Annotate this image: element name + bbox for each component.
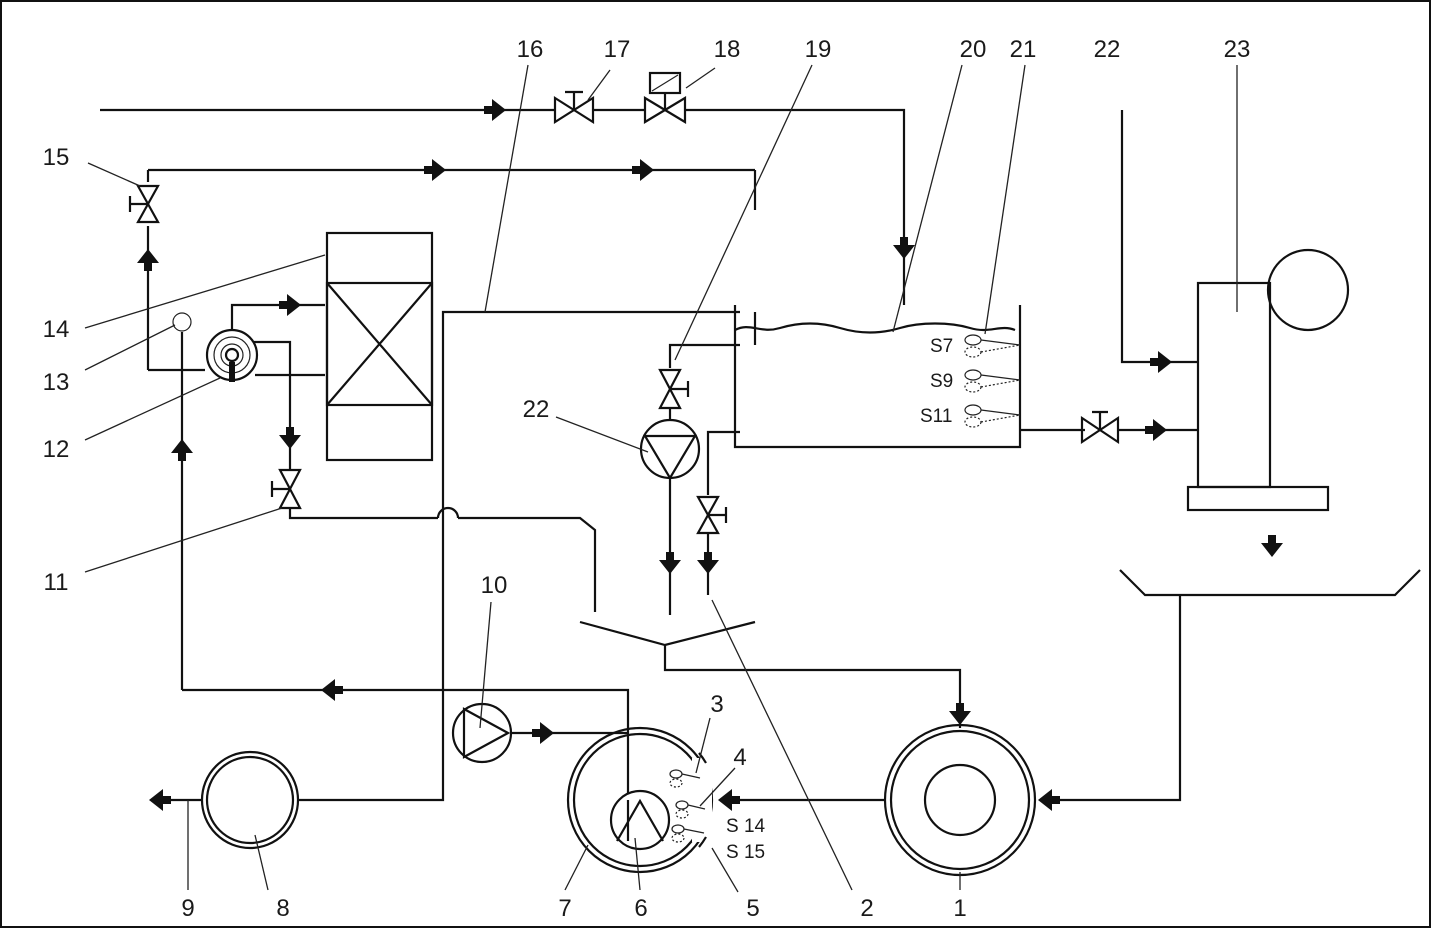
label-6: 6 <box>634 895 647 922</box>
label-22-pump: 22 <box>523 396 550 423</box>
label-21: 21 <box>1010 36 1037 63</box>
label-15: 15 <box>43 144 70 171</box>
label-9: 9 <box>181 895 194 922</box>
drain-tank <box>200 750 300 850</box>
sensor-label-s15: S 15 <box>726 842 765 863</box>
label-5: 5 <box>746 895 759 922</box>
part-labels: 16 17 18 19 20 21 22 23 15 14 13 12 11 2… <box>43 36 1251 922</box>
label-16: 16 <box>517 36 544 63</box>
valve-tank-drain <box>696 495 728 535</box>
label-18: 18 <box>714 36 741 63</box>
manual-valve-17 <box>553 90 595 124</box>
sensor-label-s7: S7 <box>930 336 953 357</box>
machine-unit <box>1186 248 1350 512</box>
sensor-label-s14: S 14 <box>726 816 766 837</box>
label-12: 12 <box>43 436 70 463</box>
solenoid-valve-18 <box>643 71 687 124</box>
sensor-label-s11: S11 <box>920 406 952 427</box>
valve-15 <box>128 184 160 224</box>
collection-tank <box>566 726 714 874</box>
settling-tank <box>883 723 1037 877</box>
heat-exchanger <box>325 231 434 462</box>
valve-machine-feed <box>1080 410 1120 445</box>
pump-10 <box>451 702 513 764</box>
label-22-top: 22 <box>1094 36 1121 63</box>
pump-22 <box>639 418 701 481</box>
label-10: 10 <box>481 572 508 599</box>
sensor-labels: S7 S9 S11 S 14 S 15 <box>726 336 953 863</box>
label-1: 1 <box>953 895 966 922</box>
label-11: 11 <box>44 569 69 596</box>
label-3: 3 <box>710 691 723 718</box>
label-19: 19 <box>805 36 832 63</box>
sensor-label-s9: S9 <box>930 371 953 392</box>
leader-lines <box>84 64 1238 893</box>
label-23: 23 <box>1224 36 1251 63</box>
water-surface <box>734 322 1016 334</box>
label-20: 20 <box>960 36 987 63</box>
valve-11 <box>270 468 302 510</box>
sensor-gauge <box>172 312 192 332</box>
rotary-valve <box>205 328 259 382</box>
label-14: 14 <box>43 316 70 343</box>
label-8: 8 <box>276 895 289 922</box>
valve-pump22-inlet <box>658 368 690 410</box>
label-4: 4 <box>733 744 746 771</box>
label-13: 13 <box>43 369 70 396</box>
tank-level-sensors <box>964 334 1021 428</box>
label-7: 7 <box>558 895 571 922</box>
piping <box>100 108 1421 802</box>
label-2: 2 <box>860 895 873 922</box>
label-17: 17 <box>604 36 631 63</box>
